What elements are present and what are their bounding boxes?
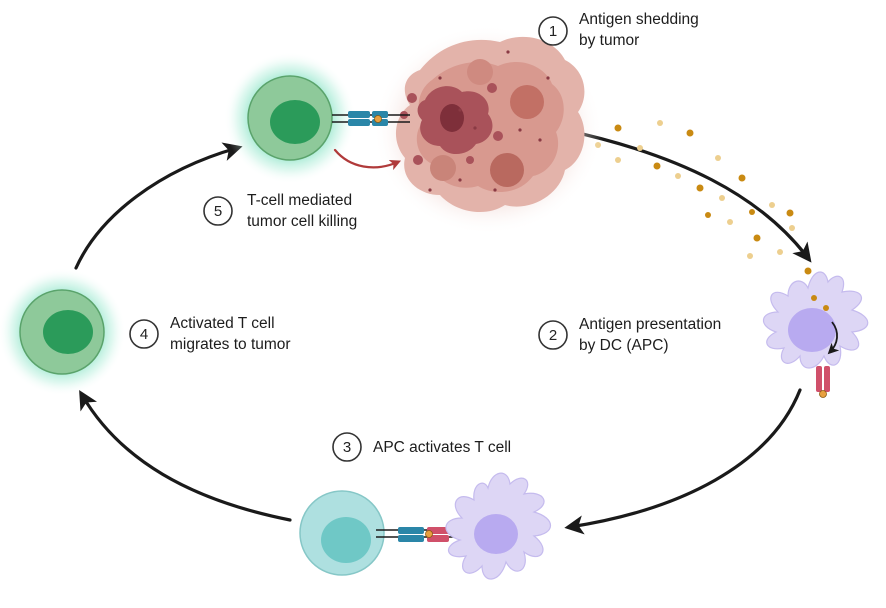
processing-arrow — [827, 321, 840, 355]
tumor-fragments — [400, 83, 503, 165]
dendritic-cell-activation-nucleus — [474, 514, 518, 554]
step-text-line-2: migrates to tumor — [170, 336, 291, 353]
step-number: 4 — [140, 326, 148, 343]
step-number: 5 — [214, 203, 222, 220]
naive-t-cell — [299, 490, 385, 576]
step-3-label: 3 APC activates T cell — [332, 432, 511, 462]
step-number-badge — [538, 16, 568, 46]
step-text-line-1: Antigen presentation — [579, 316, 721, 333]
effector-t-cell-nucleus — [270, 100, 320, 144]
arrow-activated-tcell-to-tumor — [74, 142, 243, 270]
step-number: 1 — [549, 23, 557, 40]
step-1-label: 1 Antigen shedding by tumor — [538, 11, 699, 49]
tumor-cell-nucleus — [467, 59, 493, 85]
step-number: 3 — [343, 439, 351, 456]
step-number-badge — [332, 432, 362, 462]
tumor-cell-nucleus — [490, 153, 524, 187]
arrow-tumor-to-dc — [563, 128, 812, 263]
killing-arrow — [333, 148, 402, 171]
step-text-line-1: T-cell mediated — [247, 192, 352, 209]
step-text-line-1: APC activates T cell — [373, 439, 511, 456]
arrow-activation-to-activated-tcell — [79, 390, 292, 522]
step-2-label: 2 Antigen presentation by DC (APC) — [538, 316, 721, 354]
step-text-line-2: by DC (APC) — [579, 337, 669, 354]
step-text-line-1: Antigen shedding — [579, 11, 699, 28]
shed-antigen-particles — [595, 120, 812, 275]
tumor-cell-nucleus — [510, 85, 544, 119]
cycle-arrows — [74, 128, 812, 535]
activated-t-cell-nucleus — [43, 310, 93, 354]
activated-t-cell — [0, 268, 126, 396]
internalized-antigen — [811, 295, 829, 311]
step-number-badge — [129, 319, 159, 349]
step-number-badge — [203, 196, 233, 226]
tcr-mhc-synapse-tumor — [332, 111, 410, 126]
naive-t-cell-nucleus — [321, 517, 371, 563]
step-number-badge — [538, 320, 568, 350]
dendritic-cell-apc — [762, 271, 869, 398]
mhc-molecule-dc — [816, 366, 830, 398]
arrow-dc-to-activation — [564, 388, 802, 535]
tumor-cell-cluster — [373, 25, 603, 235]
step-text-line-1: Activated T cell — [170, 315, 275, 332]
step-5-label: 5 T-cell mediated tumor cell killing — [203, 192, 357, 230]
step-text-line-2: by tumor — [579, 32, 639, 49]
tumor-speckles — [428, 50, 550, 192]
dendritic-cell-activation — [445, 472, 552, 580]
tumor-cell-nucleus — [430, 155, 456, 181]
step-4-label: 4 Activated T cell migrates to tumor — [129, 315, 291, 353]
step-number: 2 — [549, 327, 557, 344]
dendritic-cell-nucleus — [788, 308, 836, 352]
effector-t-cell — [224, 52, 356, 184]
step-text-line-2: tumor cell killing — [247, 213, 357, 230]
